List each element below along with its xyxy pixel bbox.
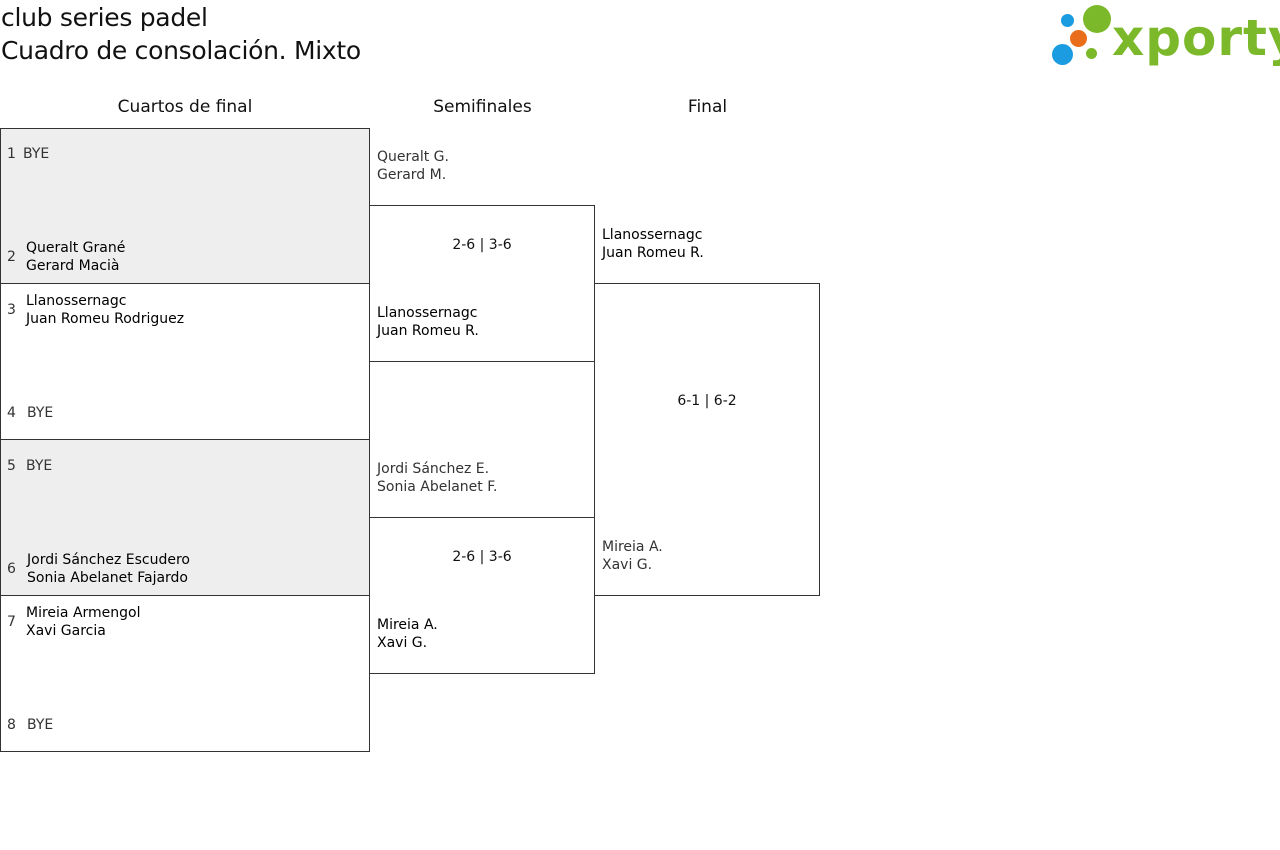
final-team-2-player-2: Xavi G. (602, 557, 653, 573)
xporty-logo (1050, 4, 1276, 68)
semifinal-team-3-player-2: Sonia Abelanet F. (377, 479, 498, 495)
semifinal-score-2: 2-6 | 3-6 (452, 549, 512, 565)
team-player-2: Gerard Macià (26, 258, 120, 274)
final-team-1-player-1: Llanossernagc (602, 227, 703, 243)
team-player-2: Juan Romeu Rodriguez (26, 311, 185, 327)
team-player-1: Jordi Sánchez Escudero (27, 552, 190, 568)
team-entry-bye: BYE (23, 146, 50, 162)
seed-number: 8 (7, 717, 16, 733)
column-heading-semifinals: Semifinales (433, 97, 532, 117)
semifinal-team-4-player-1: Mireia A. (377, 617, 438, 633)
quarterfinal-match-1 (0, 128, 370, 284)
logo-dot-green-small (1086, 48, 1097, 59)
logo-dot-orange (1070, 30, 1087, 47)
draw-title: Cuadro de consolación. Mixto (1, 36, 361, 65)
semifinal-team-1-player-1: Queralt G. (377, 149, 449, 165)
final-score: 6-1 | 6-2 (677, 393, 737, 409)
seed-number: 6 (7, 561, 16, 577)
final-match (594, 283, 820, 596)
semifinal-team-3-player-1: Jordi Sánchez E. (377, 461, 490, 477)
seed-number: 7 (7, 614, 16, 630)
final-team-2-player-1: Mireia A. (602, 539, 663, 555)
seed-number: 1 (7, 146, 16, 162)
semifinal-team-2-player-1: Llanossernagc (377, 305, 478, 321)
final-team-1-player-2: Juan Romeu R. (602, 245, 704, 261)
team-player-2: Xavi Garcia (26, 623, 106, 639)
seed-number: 3 (7, 302, 16, 318)
team-entry-bye: BYE (26, 458, 53, 474)
seed-number: 2 (7, 249, 16, 265)
team-player-1: Llanossernagc (26, 293, 127, 309)
semifinal-team-1-player-2: Gerard M. (377, 167, 447, 183)
logo-dot-green (1083, 5, 1111, 33)
semifinal-score-1: 2-6 | 3-6 (452, 237, 512, 253)
column-heading-quarterfinals: Cuartos de final (117, 97, 253, 117)
team-player-2: Sonia Abelanet Fajardo (27, 570, 188, 586)
semifinal-team-4-player-2: Xavi G. (377, 635, 428, 651)
logo-dot-blue-bottom (1052, 44, 1073, 65)
quarterfinal-match-3 (0, 439, 370, 596)
logo-wordmark: xporty (1112, 9, 1280, 67)
logo-dot-blue-top (1061, 14, 1074, 27)
team-player-1: Queralt Grané (26, 240, 126, 256)
column-heading-final: Final (687, 97, 728, 117)
tournament-name: club series padel (1, 3, 208, 32)
team-entry-bye: BYE (27, 717, 54, 733)
seed-number: 5 (7, 458, 16, 474)
team-entry-bye: BYE (27, 405, 54, 421)
team-player-1: Mireia Armengol (26, 605, 141, 621)
semifinal-team-2-player-2: Juan Romeu R. (377, 323, 479, 339)
seed-number: 4 (7, 405, 16, 421)
